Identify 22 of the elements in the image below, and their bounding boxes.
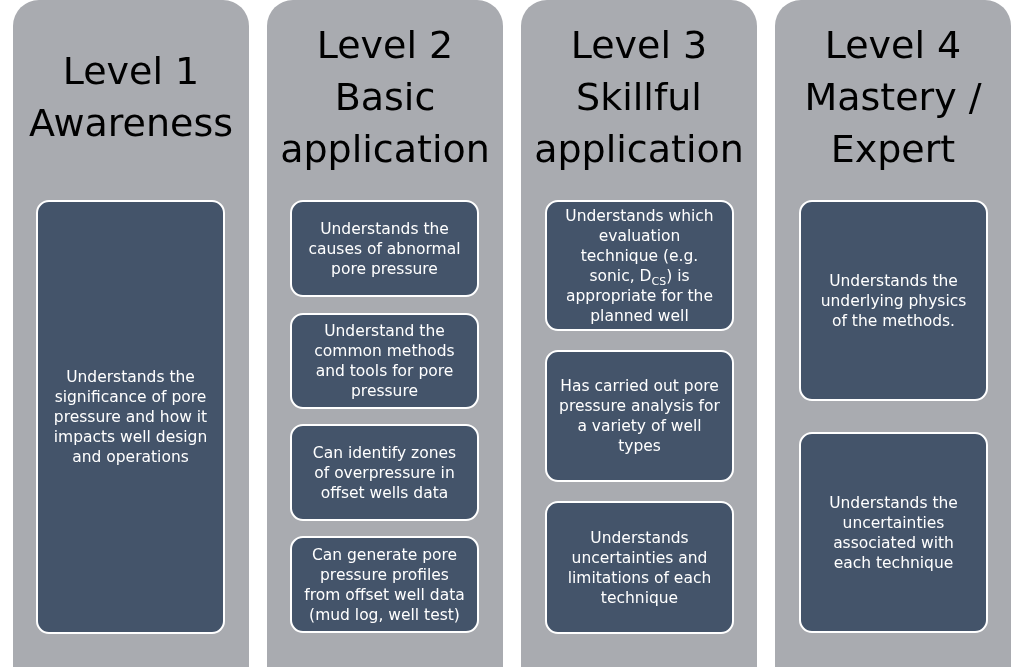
competency-box: Has carried out pore pressure analysis for a variety of well types xyxy=(545,350,734,482)
level-title: Skillful application xyxy=(533,74,745,173)
level-number: Level 2 xyxy=(316,22,454,69)
level-panel xyxy=(267,0,503,667)
competency-box: Understands the uncertainties associated with each technique xyxy=(799,432,988,633)
level-panel xyxy=(775,0,1011,667)
competency-box: Understands which evaluation technique (e.g. sonic, D$_{CS}$) is appropriate for the planned well xyxy=(545,200,734,331)
competency-box: Understands uncertainties and limitations of each technique xyxy=(545,501,734,634)
level-title: Awareness xyxy=(28,100,233,147)
competency-box: Understands the underlying physics of the methods. xyxy=(799,200,988,401)
competency-box: Understand the common methods and tools for pore pressure xyxy=(290,313,479,409)
level-number: Level 1 xyxy=(62,48,200,95)
level-panel xyxy=(521,0,757,667)
level-title: Basic application xyxy=(279,74,491,173)
level-panel xyxy=(13,0,249,667)
level-number: Level 4 xyxy=(824,22,962,69)
competency-box: Can generate pore pressure profiles from offset well data (mud log, well test) xyxy=(290,536,479,633)
competency-box: Understands the causes of abnormal pore pressure xyxy=(290,200,479,297)
competency-box: Understands the significance of pore pressure and how it impacts well design and operations xyxy=(36,200,225,634)
level-number: Level 3 xyxy=(570,22,708,69)
competency-box: Can identify zones of overpressure in offset wells data xyxy=(290,424,479,521)
level-title: Mastery / Expert xyxy=(803,74,983,173)
